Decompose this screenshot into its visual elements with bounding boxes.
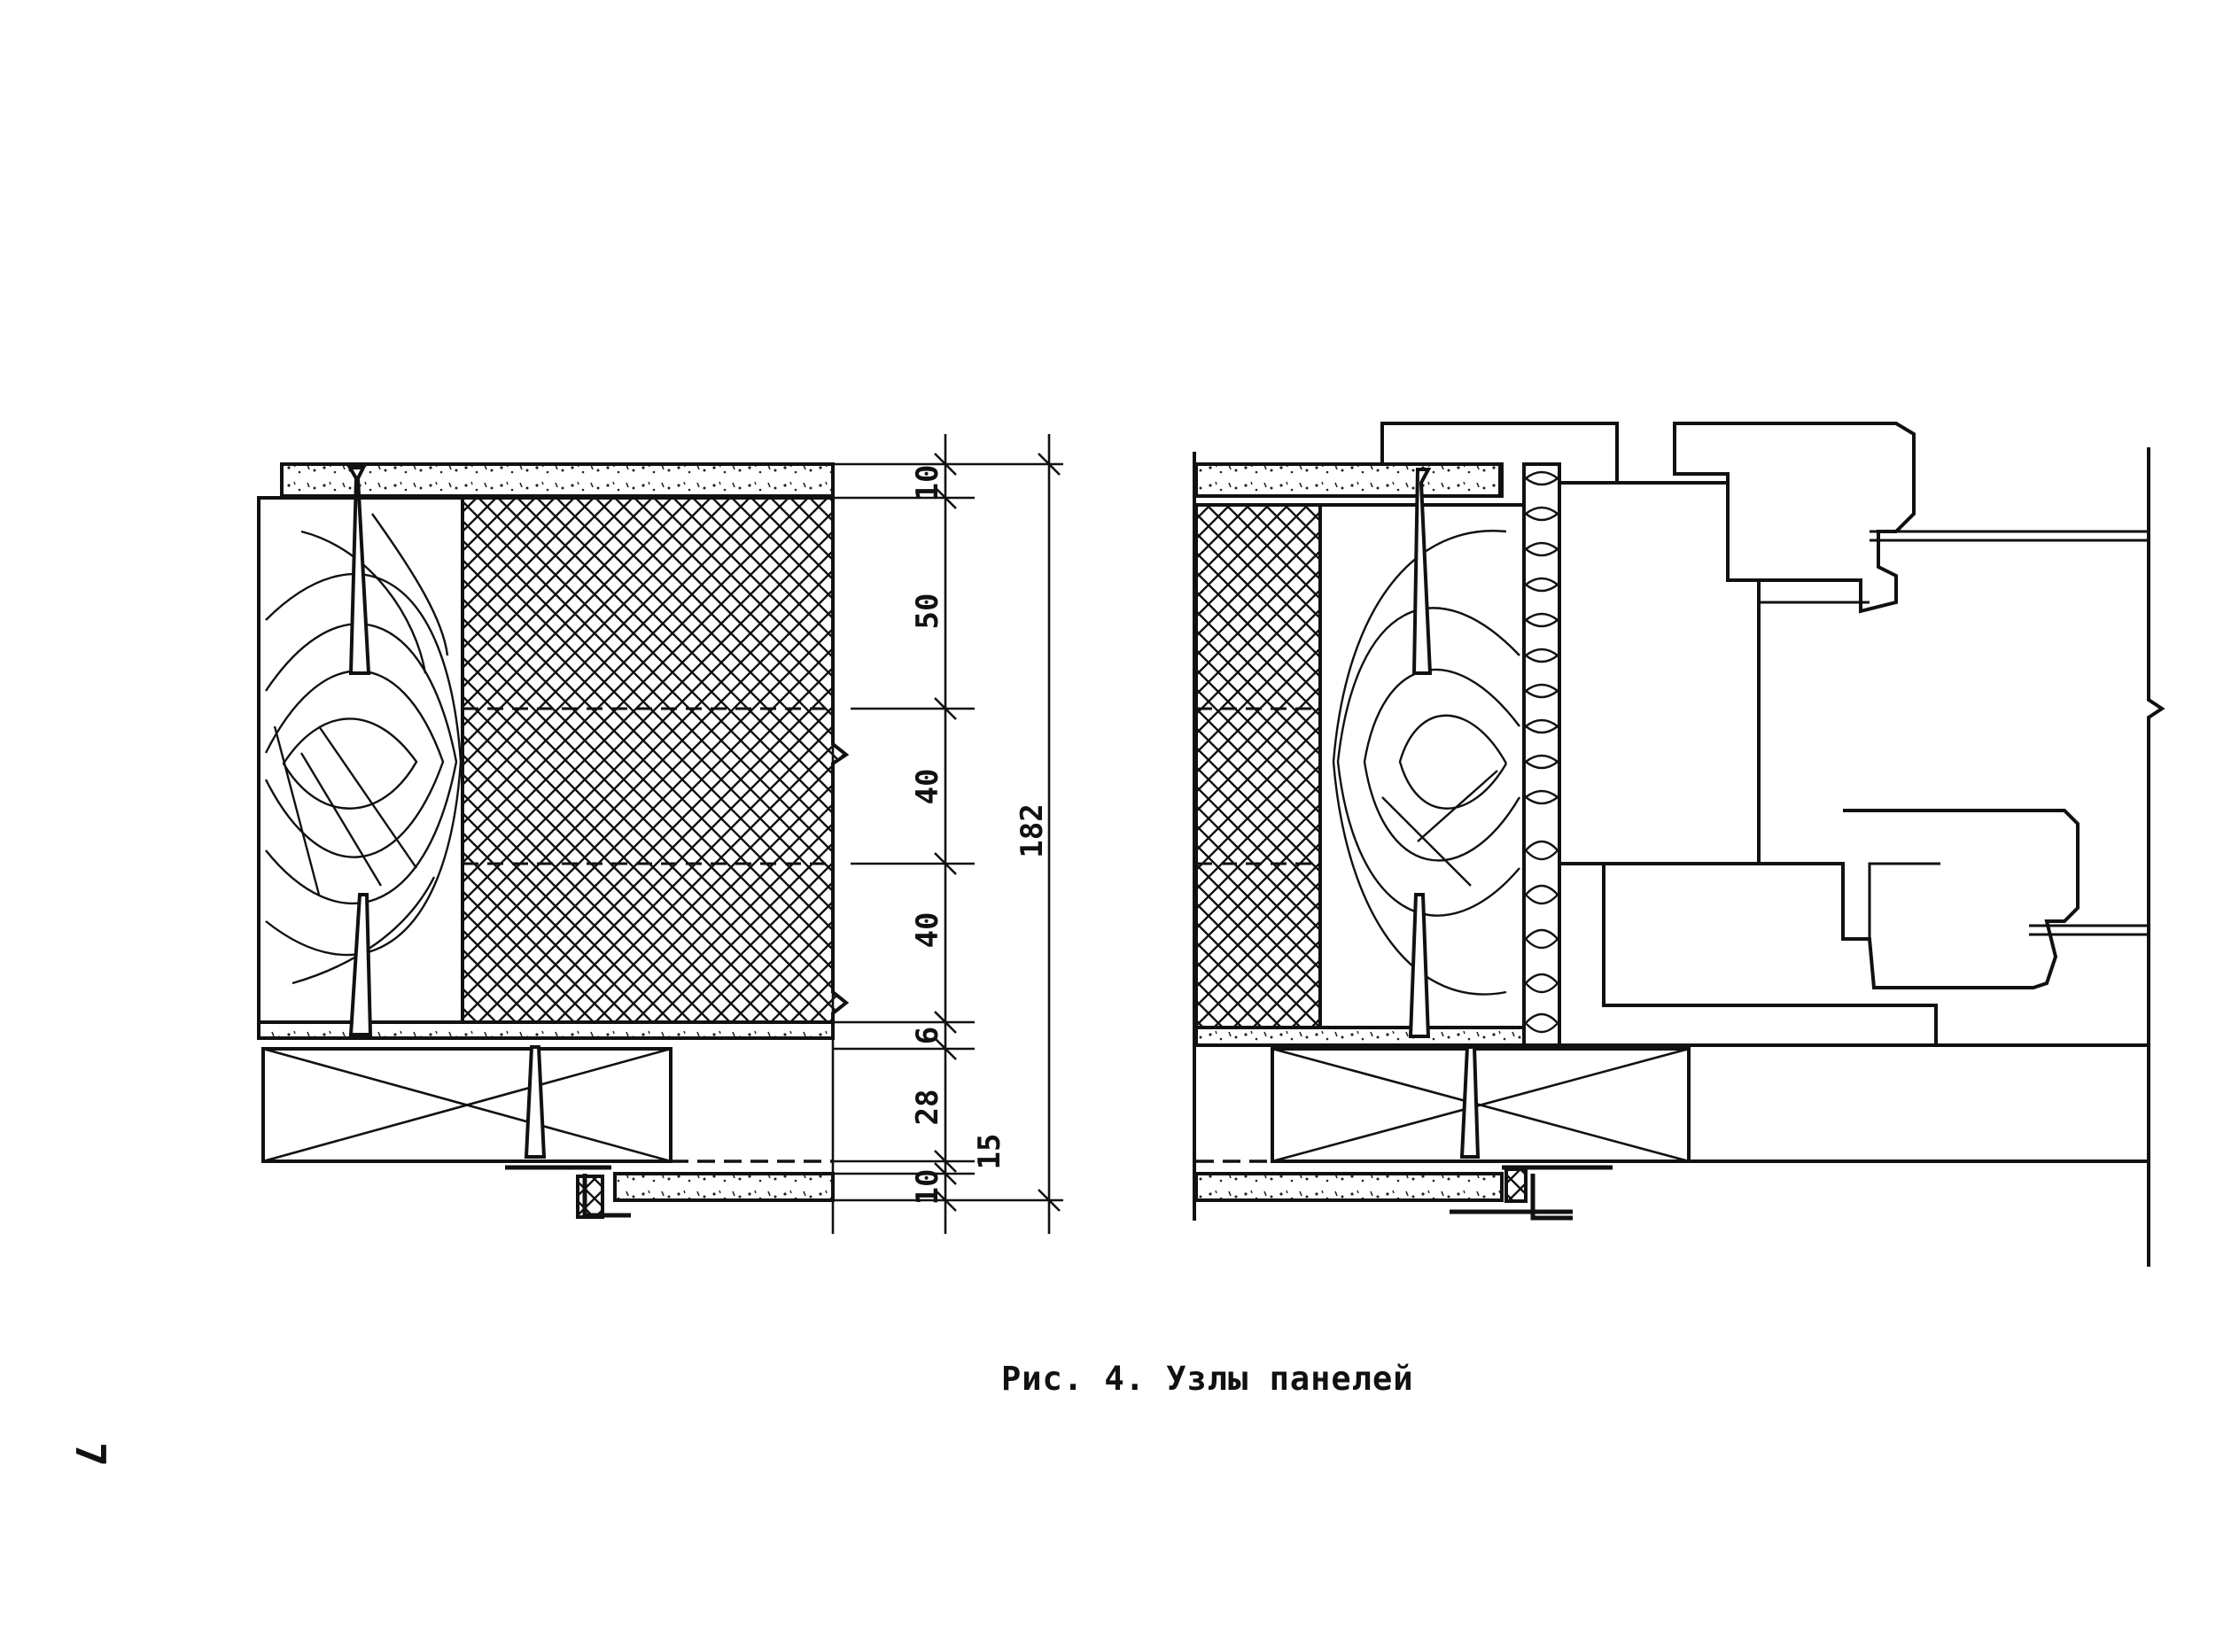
right-panel-node	[1193, 422, 2165, 1267]
dim-40-b: 40	[910, 912, 945, 949]
dimension-labels: 10 50 40 40 6 28 15 10 182	[910, 465, 1050, 1206]
dim-28: 28	[910, 1090, 945, 1126]
dim-50: 50	[910, 593, 945, 630]
dim-10-bottom: 10	[910, 1169, 945, 1206]
dim-total-182: 182	[1015, 803, 1050, 857]
dim-6: 6	[910, 1027, 945, 1044]
dim-15: 15	[972, 1134, 1007, 1170]
figure-caption: Рис. 4. Узлы панелей	[1001, 1360, 1414, 1398]
dim-40-a: 40	[910, 769, 945, 805]
dimension-chain	[831, 434, 1063, 1234]
wood-grain	[264, 513, 463, 985]
page-number: 7	[66, 1442, 114, 1467]
dim-10-top: 10	[910, 465, 945, 501]
left-panel-node	[257, 462, 850, 1219]
wood-grain-right	[1332, 530, 1521, 996]
